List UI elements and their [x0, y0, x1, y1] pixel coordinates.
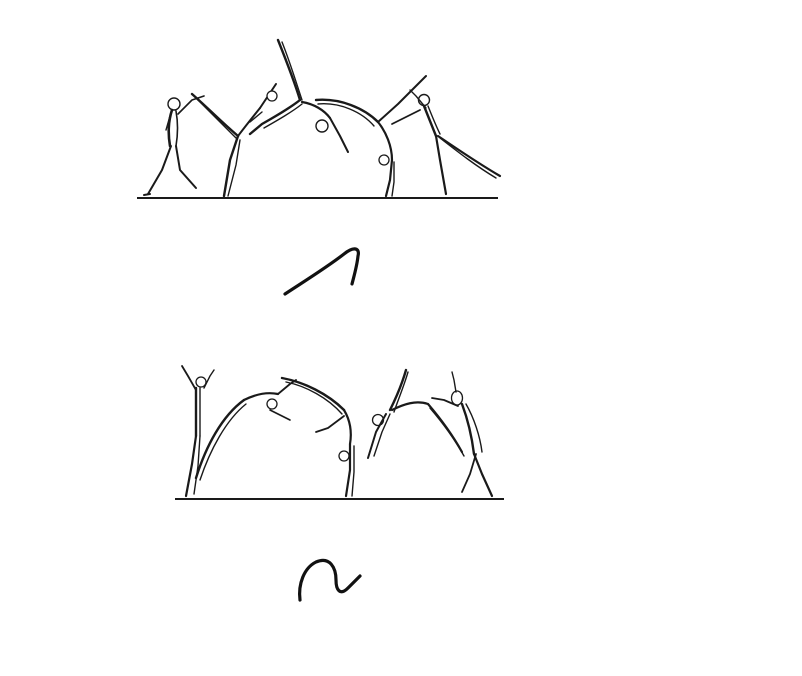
wave-symbol-icon: [298, 558, 362, 602]
gymnast-figure: [280, 376, 355, 498]
gymnast-figure: [367, 368, 465, 459]
sequence-1: [137, 38, 502, 296]
gymnast-figure: [143, 95, 205, 196]
gymnast-figure: [431, 371, 494, 498]
sequence-2: [175, 365, 504, 602]
gymnast-figure: [314, 75, 427, 198]
hook-symbol-icon: [283, 247, 360, 296]
gymnast-figure: [248, 38, 349, 153]
gymnast-figure: [194, 379, 297, 481]
gymnast-figure: [190, 83, 278, 198]
gymnast-figure: [181, 365, 215, 498]
gymnast-figure: [391, 89, 502, 196]
